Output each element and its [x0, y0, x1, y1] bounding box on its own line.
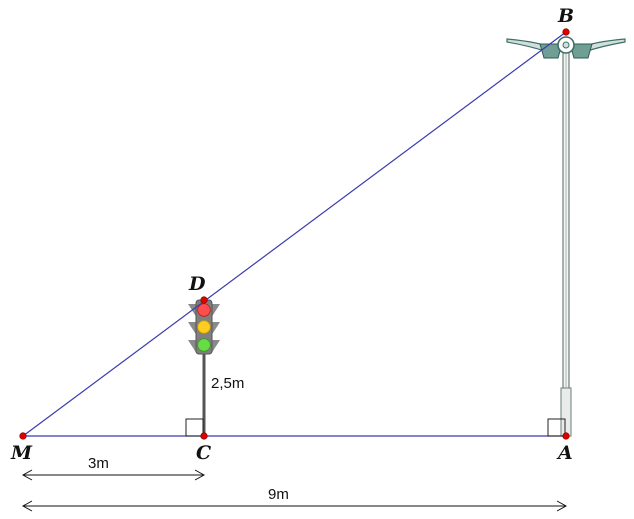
length-MA-label: 9m [268, 486, 289, 503]
point-C [200, 432, 208, 440]
line-MB [22, 31, 567, 437]
label-C: C [196, 442, 211, 464]
point-M [19, 432, 27, 440]
height-DC-label: 2,5m [211, 375, 244, 392]
label-A: A [556, 442, 573, 464]
right-angle-A [547, 418, 566, 437]
yellow-light [197, 320, 211, 334]
dimension-MA [21, 500, 568, 512]
street-lamp-icon [506, 36, 626, 437]
label-B: B [557, 5, 574, 27]
point-D [200, 296, 208, 304]
point-A [562, 432, 570, 440]
label-D: D [188, 273, 206, 295]
right-angle-C [185, 418, 204, 437]
length-MC-label: 3m [88, 455, 109, 472]
label-M: M [10, 442, 33, 464]
green-light [197, 338, 211, 352]
point-B [562, 28, 570, 36]
traffic-light-icon [188, 299, 220, 437]
dimension-MC [21, 469, 206, 481]
red-light [197, 303, 211, 317]
